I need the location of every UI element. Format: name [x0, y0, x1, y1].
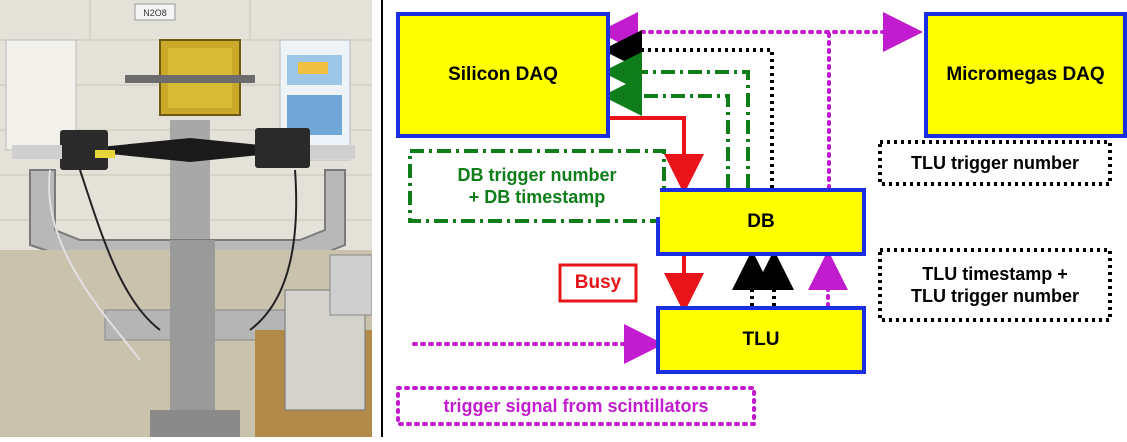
db-trigger-label-line1: DB trigger number — [457, 164, 617, 185]
micromegas-daq-label: Micromegas DAQ — [946, 64, 1105, 85]
tlu-trigger-label-text: TLU trigger number — [910, 152, 1079, 173]
daq-diagram: Silicon DAQ Micromegas DAQ DB TLU DB tri… — [384, 0, 1127, 437]
tlu-block: TLU — [656, 306, 866, 374]
silicon-daq-label: Silicon DAQ — [448, 64, 558, 85]
red-silicon-to-db — [610, 116, 704, 194]
tlu-timestamp-label: TLU timestamp + TLU trigger number — [884, 254, 1106, 316]
db-label: DB — [747, 211, 775, 232]
green-db-to-silicon-1 — [602, 52, 750, 188]
trigger-signal-label: trigger signal from scintillators — [402, 392, 750, 420]
db-trigger-label-border — [408, 149, 666, 223]
tlu-timestamp-label-border — [878, 248, 1112, 322]
tlu-trigger-label: TLU trigger number — [884, 146, 1106, 180]
setup-photo-illustration: N2O8 — [0, 0, 373, 437]
micromegas-daq-block: Micromegas DAQ — [924, 12, 1127, 138]
busy-label: Busy — [563, 268, 633, 298]
tlu-timestamp-label-line1: TLU timestamp + — [922, 263, 1068, 284]
trigger-signal-label-border — [396, 386, 756, 426]
trigger-signal-label-text: trigger signal from scintillators — [443, 395, 709, 416]
db-trigger-label: DB trigger number + DB timestamp — [414, 155, 660, 217]
green-db-to-silicon-2 — [602, 76, 730, 188]
silicon-daq-block: Silicon DAQ — [396, 12, 610, 138]
setup-photo: N2O8 — [0, 0, 373, 437]
tlu-trigger-label-border — [878, 140, 1112, 186]
db-trigger-label-line2: + DB timestamp — [468, 187, 606, 207]
db-block: DB — [656, 188, 866, 256]
busy-label-text: Busy — [574, 272, 622, 294]
panel-divider — [381, 0, 383, 437]
tlu-timestamp-label-line2: TLU trigger number — [910, 286, 1079, 306]
diagram-connectors — [396, 12, 1112, 426]
wall-sign-text: N2O8 — [143, 8, 167, 18]
busy-label-border — [558, 263, 638, 303]
tlu-label: TLU — [742, 329, 780, 350]
